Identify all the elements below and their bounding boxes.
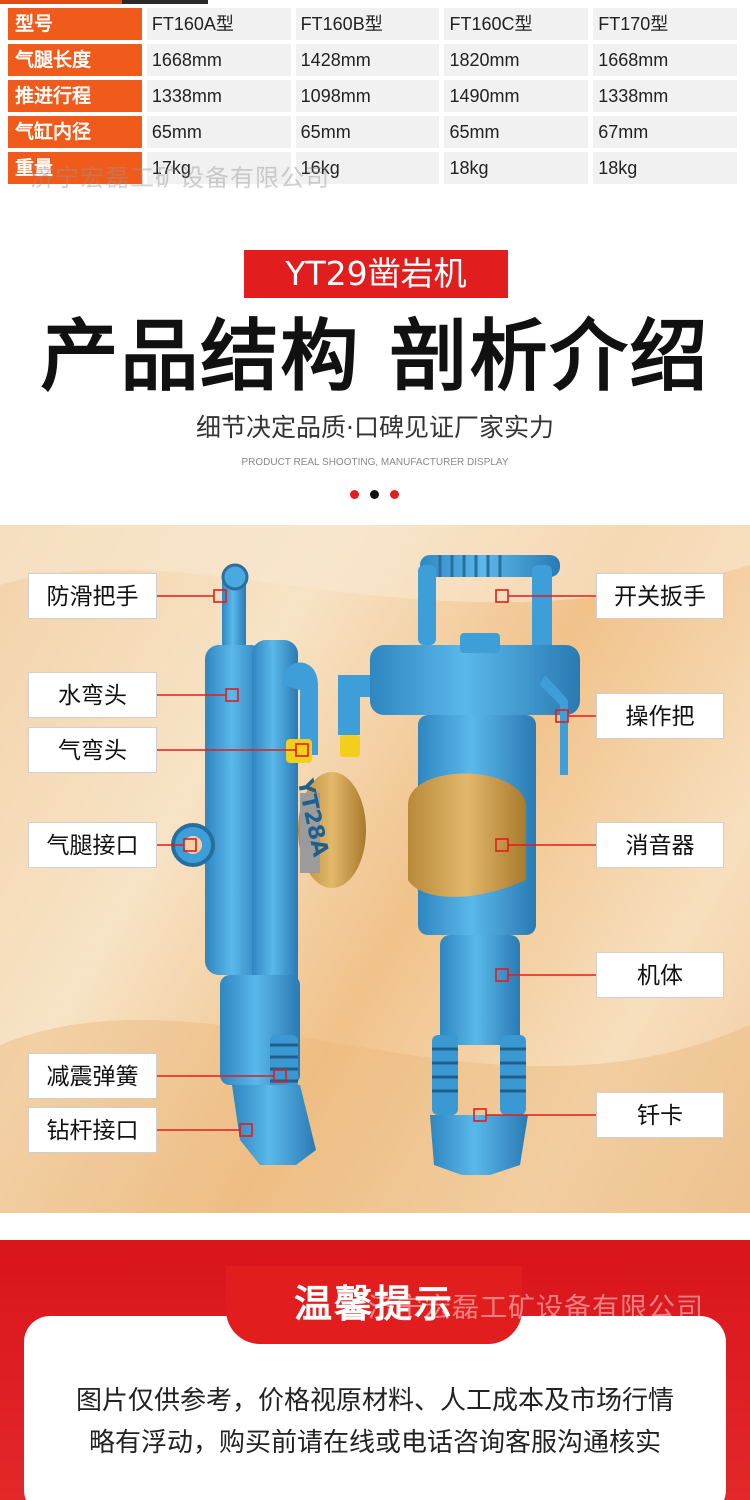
spec-cell: 1338mm [593,80,738,112]
spec-cell: 67mm [593,116,738,148]
tips-text: 图片仅供参考，价格视原材料、人工成本及市场行情 略有浮动，购买前请在线或电话咨询… [40,1380,710,1464]
callout-switch-wrench: 开关扳手 [596,573,724,619]
orange-strip [0,0,208,4]
spec-cell: FT160A型 [146,8,291,40]
spec-cell: 17kg [146,152,291,184]
spec-cell: 18kg [444,152,589,184]
spec-cell: 65mm [444,116,589,148]
spec-cell: 1098mm [295,80,440,112]
spec-cell: 16kg [295,152,440,184]
callout-body: 机体 [596,952,724,998]
callout-operating-lever: 操作把 [596,693,724,739]
callout-shock-spring: 减震弹簧 [28,1053,157,1099]
callout-lines [157,589,596,1137]
spec-label: 重量 [8,152,142,184]
spec-label: 型号 [8,8,142,40]
spec-label: 气缸内径 [8,116,142,148]
callout-air-leg-port: 气腿接口 [28,822,157,868]
spec-cell: 1428mm [295,44,440,76]
callout-water-elbow: 水弯头 [28,672,157,718]
product-image-area: YT28A [0,525,750,1213]
tips-line: 略有浮动，购买前请在线或电话咨询客服沟通核实 [88,1428,661,1458]
spec-cell: 65mm [146,116,291,148]
tips-title: 温馨提示 [226,1266,522,1344]
spec-cell: 1490mm [444,80,589,112]
decorative-dots [348,490,402,500]
english-subtitle: PRODUCT REAL SHOOTING, MANUFACTURER DISP… [241,457,509,468]
callout-anti-slip-handle: 防滑把手 [28,573,157,619]
spec-label: 气腿长度 [8,44,142,76]
page-subtitle: 细节决定品质·口碑见证厂家实力 [196,413,554,442]
page-title: 产品结构 剖析介绍 [40,312,710,402]
spec-cell: 65mm [295,116,440,148]
spec-row-stroke: 推进行程 1338mm 1098mm 1490mm 1338mm [8,80,742,116]
spec-cell: 1668mm [593,44,738,76]
dark-strip [122,0,208,4]
red-dot [350,490,359,499]
spec-row-weight: 重量 17kg 16kg 18kg 18kg [8,152,742,188]
callout-retainer: 钎卡 [596,1092,724,1138]
spec-label: 推进行程 [8,80,142,112]
tips-line: 图片仅供参考，价格视原材料、人工成本及市场行情 [75,1386,674,1416]
tips-card [24,1316,726,1500]
red-dot [390,490,399,499]
spec-cell: 1338mm [146,80,291,112]
callout-drill-rod-port: 钻杆接口 [28,1107,157,1153]
company-watermark: 济宁宏磊工矿设备有限公司 [30,164,330,192]
top-accent-strip [0,0,750,6]
spec-cell: FT160C型 [444,8,589,40]
spec-row-leg-length: 气腿长度 1668mm 1428mm 1820mm 1668mm [8,44,742,80]
spec-cell: 1668mm [146,44,291,76]
black-dot [370,490,379,499]
drill-right-view [338,555,580,1175]
spec-row-bore: 气缸内径 65mm 65mm 65mm 67mm [8,116,742,152]
spec-cell: FT160B型 [295,8,440,40]
company-watermark: 济宁宏磊工矿设备有限公司 [368,1293,704,1324]
rock-drill-illustration: YT28A [0,525,750,1213]
callout-air-elbow: 气弯头 [28,727,157,773]
spec-cell: 18kg [593,152,738,184]
spec-cell: 1820mm [444,44,589,76]
spec-cell: FT170型 [593,8,738,40]
spec-row-model: 型号 FT160A型 FT160B型 FT160C型 FT170型 [8,8,742,44]
spec-table: 型号 FT160A型 FT160B型 FT160C型 FT170型 气腿长度 1… [8,8,742,188]
product-tag: YT29凿岩机 [244,250,508,298]
callout-muffler: 消音器 [596,822,724,868]
